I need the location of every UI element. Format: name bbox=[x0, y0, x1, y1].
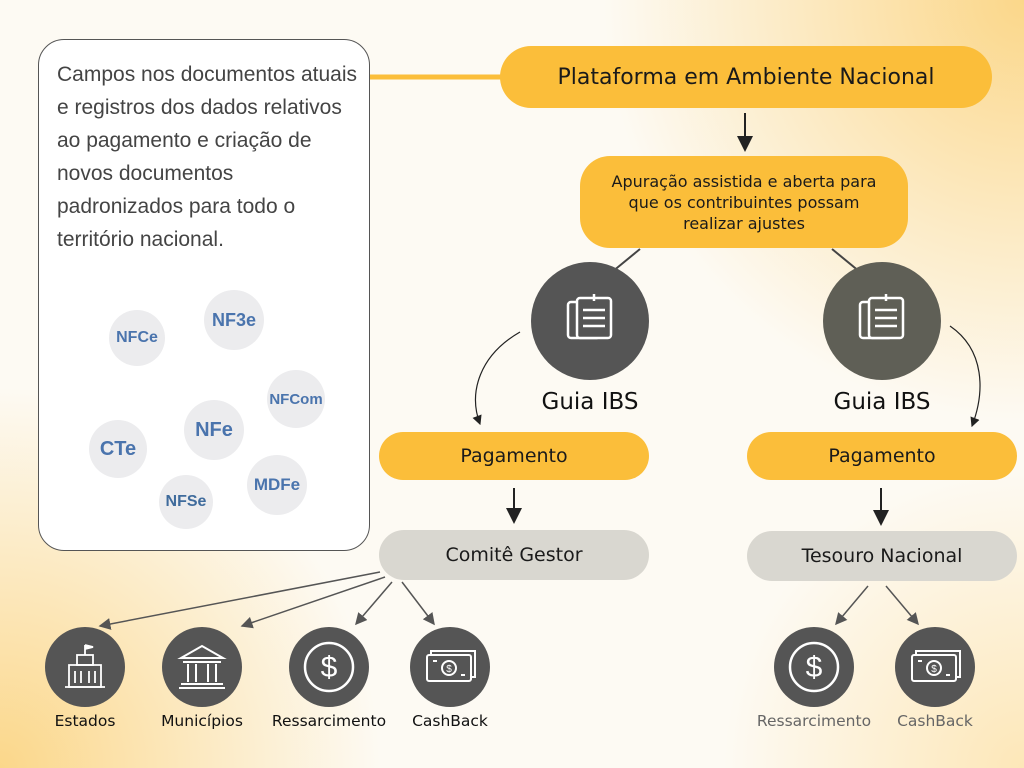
estados-icon-circle bbox=[45, 627, 125, 707]
badge-nfce: NFCe bbox=[109, 310, 165, 366]
ressarcimento-right-label: Ressarcimento bbox=[756, 712, 872, 730]
svg-text:$: $ bbox=[446, 664, 452, 675]
comite-gestor-label: Comitê Gestor bbox=[445, 544, 583, 566]
dollar-coin-icon: $ bbox=[788, 641, 840, 693]
pagamento-right-label: Pagamento bbox=[828, 445, 936, 467]
cash-bill-icon: $ bbox=[426, 650, 476, 682]
arrow-ressarcimento-right bbox=[835, 585, 869, 626]
badge-cte: CTe bbox=[89, 420, 147, 478]
city-hall-icon bbox=[177, 644, 227, 689]
tesouro-nacional-label: Tesouro Nacional bbox=[801, 545, 963, 567]
arrow-cashback-left bbox=[401, 581, 435, 626]
guia-left-label: Guia IBS bbox=[541, 389, 639, 415]
info-card: Campos nos documentos atuais e registros… bbox=[38, 39, 370, 551]
badge-nfcom: NFCom bbox=[267, 370, 325, 428]
guia-right-circle bbox=[823, 262, 941, 380]
badge-nfse: NFSe bbox=[159, 475, 213, 529]
cashback-left-label: CashBack bbox=[412, 712, 488, 730]
estados-label: Estados bbox=[54, 712, 116, 730]
platform-pill: Plataforma em Ambiente Nacional bbox=[500, 46, 992, 108]
guia-left-circle bbox=[531, 262, 649, 380]
badge-mdfe: MDFe bbox=[247, 455, 307, 515]
svg-text:$: $ bbox=[806, 651, 823, 684]
comite-gestor-pill: Comitê Gestor bbox=[379, 530, 649, 580]
cashback-right-icon-circle: $ bbox=[895, 627, 975, 707]
info-card-text: Campos nos documentos atuais e registros… bbox=[57, 63, 357, 251]
arrow-estados bbox=[98, 571, 381, 630]
government-building-icon bbox=[65, 644, 105, 688]
arrow-cashback-right bbox=[885, 585, 919, 626]
svg-text:$: $ bbox=[321, 651, 338, 684]
ressarcimento-left-label: Ressarcimento bbox=[271, 712, 387, 730]
platform-label: Plataforma em Ambiente Nacional bbox=[557, 64, 935, 90]
pagamento-left-pill: Pagamento bbox=[379, 432, 649, 480]
apuracao-label: Apuração assistida e aberta para que os … bbox=[611, 171, 877, 233]
document-icon bbox=[858, 294, 905, 340]
guia-right-label: Guia IBS bbox=[833, 389, 931, 415]
municipios-icon-circle bbox=[162, 627, 242, 707]
arrow-ressarcimento-left bbox=[355, 581, 393, 626]
badge-nf3e: NF3e bbox=[204, 290, 264, 350]
cashback-left-icon-circle: $ bbox=[410, 627, 490, 707]
ressarcimento-left-icon-circle: $ bbox=[289, 627, 369, 707]
municipios-label: Municípios bbox=[161, 712, 243, 730]
curve-arrow-right bbox=[949, 325, 981, 428]
pagamento-right-pill: Pagamento bbox=[747, 432, 1017, 480]
svg-text:$: $ bbox=[931, 664, 937, 675]
apuracao-pill: Apuração assistida e aberta para que os … bbox=[580, 156, 908, 248]
badge-nfe: NFe bbox=[184, 400, 244, 460]
arrow-municipios bbox=[240, 576, 386, 629]
dollar-coin-icon: $ bbox=[303, 641, 355, 693]
curve-arrow-left bbox=[472, 331, 521, 426]
cash-bill-icon: $ bbox=[911, 650, 961, 682]
pagamento-left-label: Pagamento bbox=[460, 445, 568, 467]
document-icon bbox=[566, 294, 613, 340]
ressarcimento-right-icon-circle: $ bbox=[774, 627, 854, 707]
document-badges: NFCe NF3e NFCom CTe NFe NFSe MDFe bbox=[89, 290, 329, 529]
tesouro-nacional-pill: Tesouro Nacional bbox=[747, 531, 1017, 581]
cashback-right-label: CashBack bbox=[897, 712, 973, 730]
